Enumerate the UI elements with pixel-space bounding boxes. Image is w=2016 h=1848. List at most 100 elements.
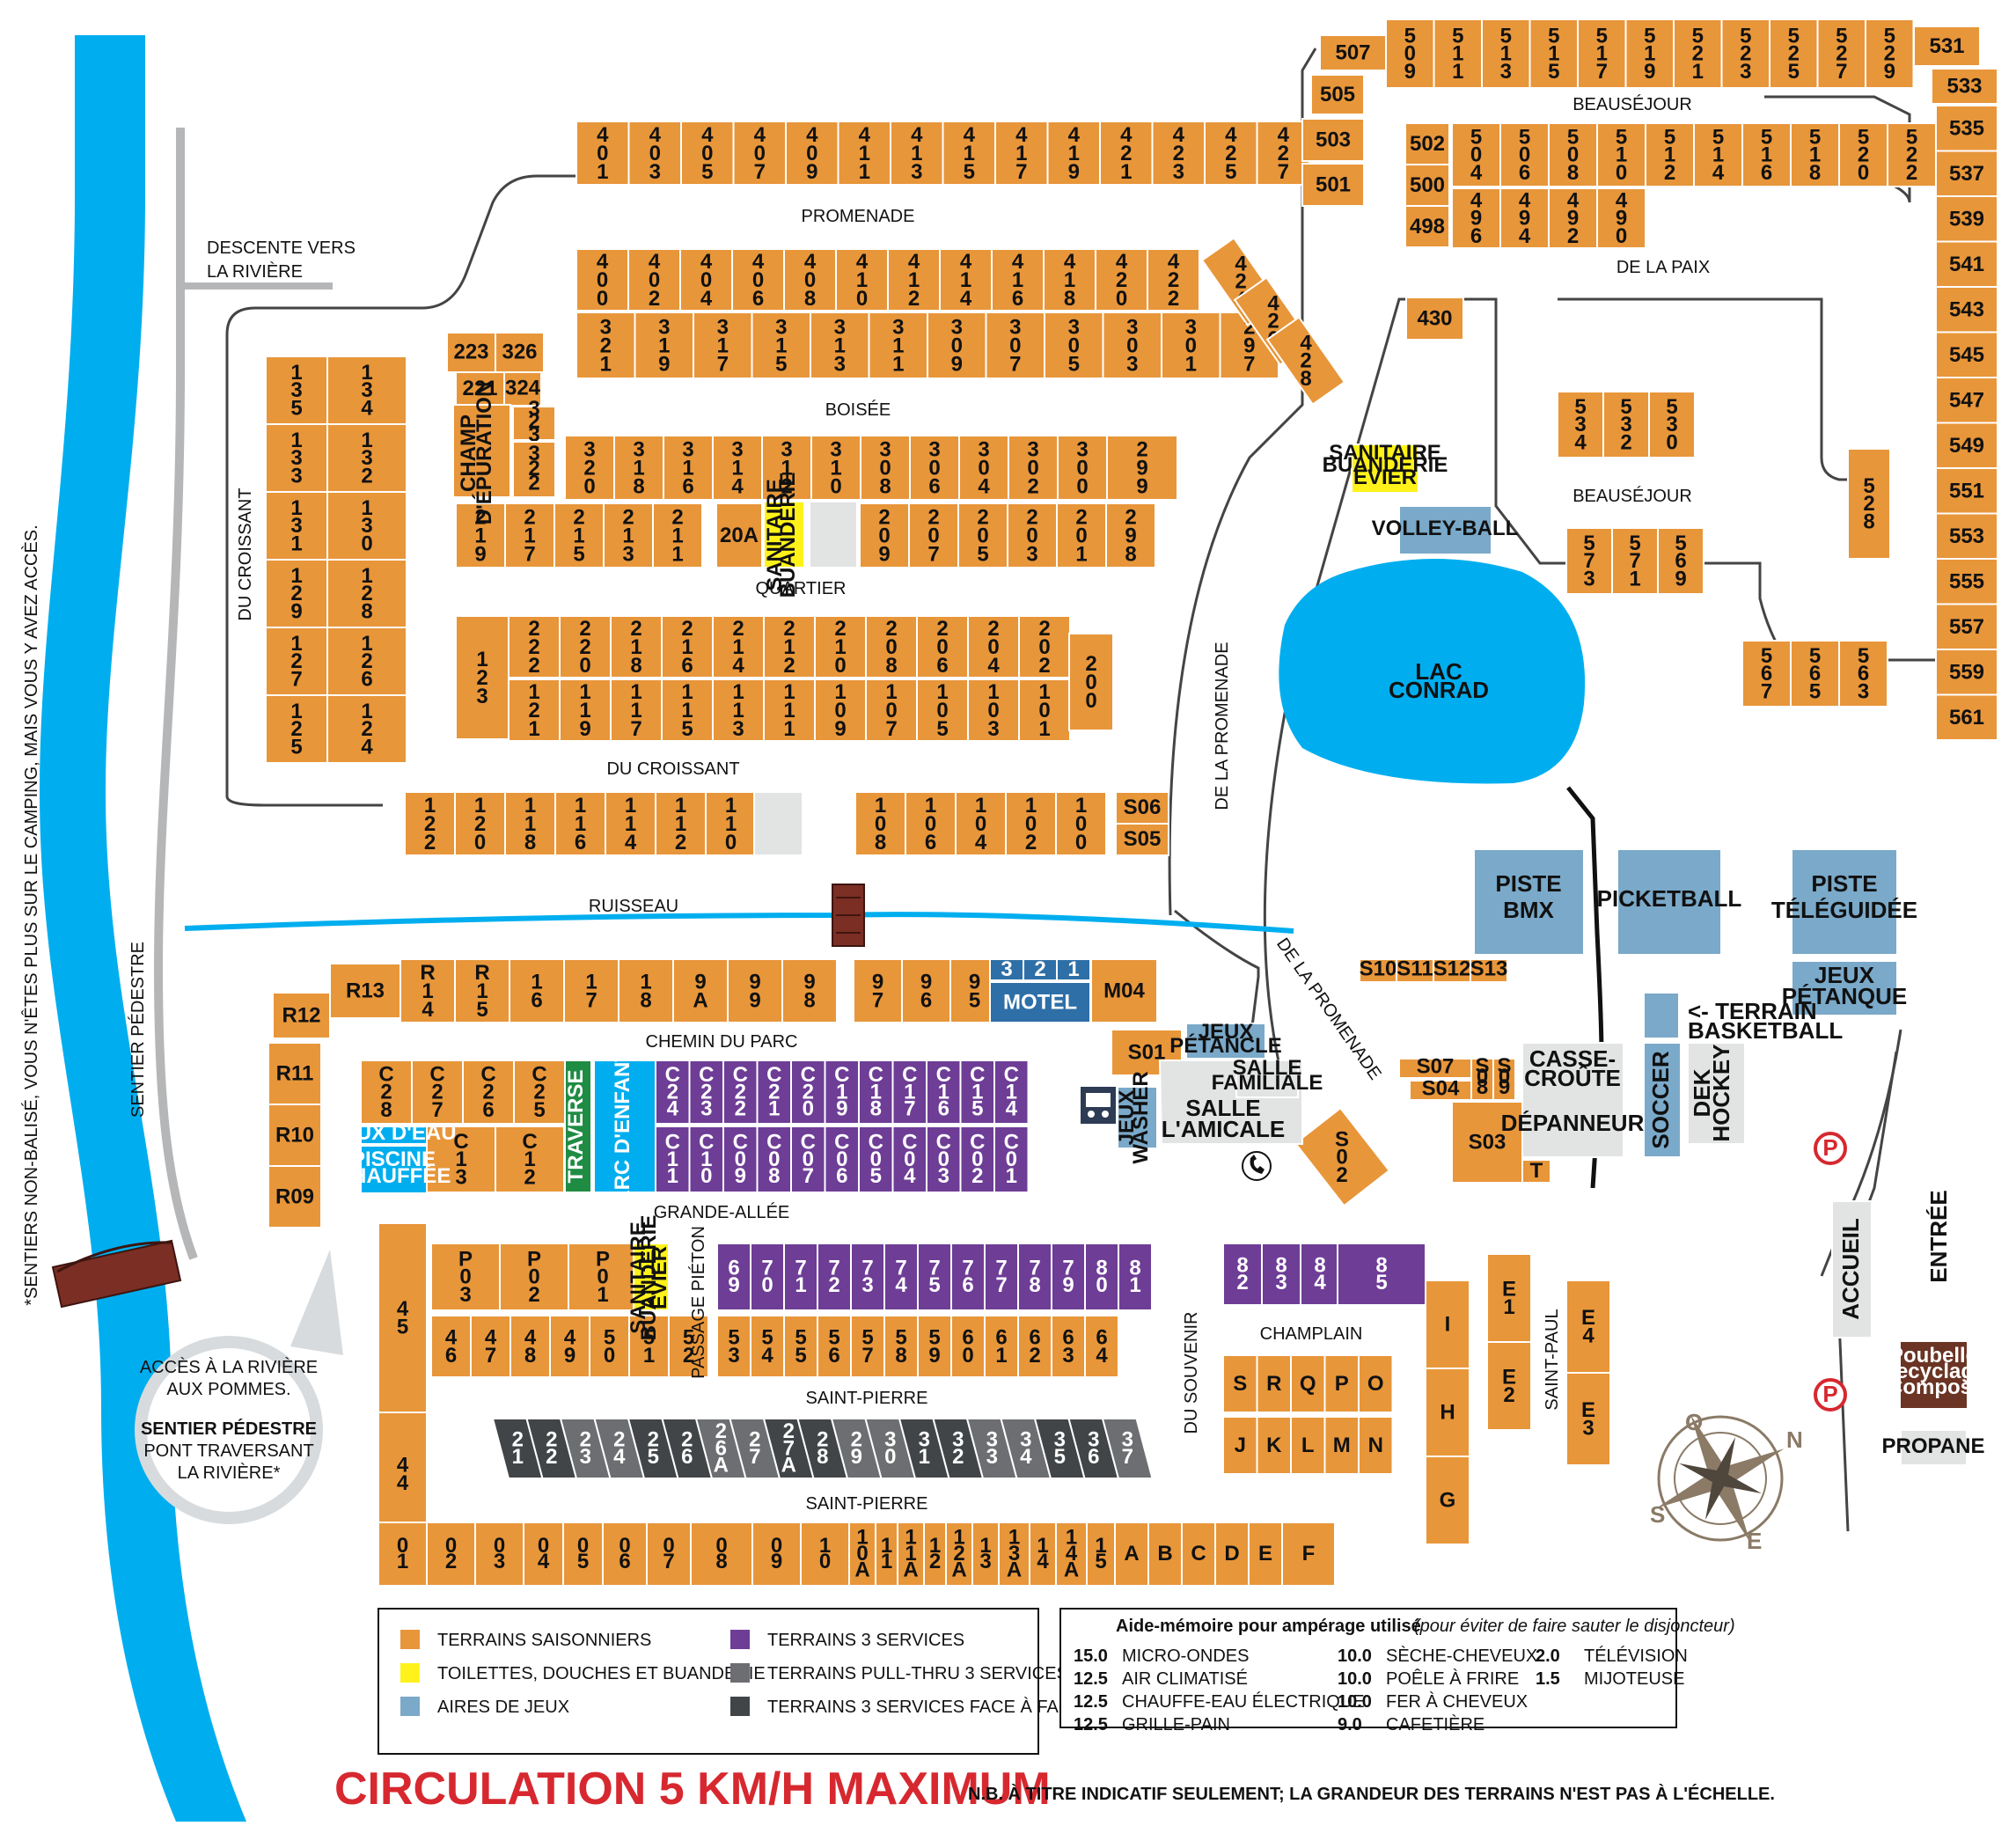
- campsite-408[interactable]: [783, 248, 837, 312]
- campsite-C02[interactable]: [959, 1126, 995, 1193]
- campsite-571[interactable]: [1611, 527, 1659, 595]
- campsite-503[interactable]: [1301, 118, 1365, 162]
- campsite-118[interactable]: [504, 791, 556, 856]
- campsite-502[interactable]: [1404, 122, 1450, 165]
- campsite-50[interactable]: [589, 1315, 630, 1378]
- campsite-10[interactable]: [800, 1522, 850, 1587]
- campsite-13A[interactable]: [998, 1522, 1030, 1587]
- campsite-501[interactable]: [1301, 163, 1365, 207]
- campsite-563[interactable]: [1838, 640, 1888, 708]
- campsite-215[interactable]: [553, 502, 605, 568]
- campsite-573[interactable]: [1565, 527, 1613, 595]
- campsite-09[interactable]: [751, 1522, 802, 1587]
- campsite-100[interactable]: [1055, 791, 1107, 856]
- campsite-525[interactable]: [1769, 18, 1819, 89]
- campsite-C15[interactable]: [959, 1060, 995, 1125]
- campsite-415[interactable]: [942, 121, 996, 186]
- campsite-K[interactable]: [1256, 1416, 1292, 1475]
- campsite-420[interactable]: [1095, 248, 1148, 312]
- campsite-1[interactable]: [1056, 958, 1091, 981]
- campsite-C03[interactable]: [926, 1126, 962, 1193]
- campsite-208[interactable]: [865, 615, 918, 678]
- campsite-76[interactable]: [950, 1243, 986, 1311]
- campsite-F[interactable]: [1281, 1522, 1336, 1587]
- campsite-53[interactable]: [716, 1315, 751, 1378]
- campsite-567[interactable]: [1741, 640, 1792, 708]
- campsite-C16[interactable]: [926, 1060, 962, 1125]
- campsite-211[interactable]: [652, 502, 703, 568]
- campsite-130[interactable]: [326, 491, 407, 561]
- campsite-R13[interactable]: [329, 963, 401, 1019]
- campsite-02[interactable]: [426, 1522, 476, 1587]
- campsite-518[interactable]: [1790, 122, 1840, 187]
- campsite-C25[interactable]: [513, 1060, 566, 1125]
- campsite-534[interactable]: [1557, 391, 1604, 458]
- campsite-44[interactable]: [378, 1412, 428, 1536]
- campsite-45[interactable]: [378, 1222, 428, 1413]
- campsite-37[interactable]: [1101, 1418, 1154, 1479]
- campsite-219[interactable]: [455, 502, 506, 568]
- campsite-312[interactable]: [761, 435, 812, 501]
- campsite-E1[interactable]: [1486, 1253, 1532, 1343]
- campsite-77[interactable]: [984, 1243, 1019, 1311]
- campsite-528[interactable]: [1847, 448, 1891, 560]
- campsite-C04[interactable]: [891, 1126, 927, 1193]
- campsite-555[interactable]: [1935, 558, 1998, 605]
- campsite-3[interactable]: [989, 958, 1024, 981]
- campsite-112[interactable]: [655, 791, 707, 856]
- campsite-83[interactable]: [1261, 1243, 1301, 1306]
- campsite-494[interactable]: [1499, 187, 1550, 249]
- campsite-M04[interactable]: [1090, 958, 1158, 1023]
- campsite-319[interactable]: [634, 312, 694, 379]
- campsite-101[interactable]: [1018, 678, 1071, 742]
- campsite-309[interactable]: [927, 312, 987, 379]
- campsite-402[interactable]: [627, 248, 681, 312]
- campsite-C22[interactable]: [722, 1060, 759, 1125]
- campsite-505[interactable]: [1310, 74, 1365, 115]
- campsite-529[interactable]: [1865, 18, 1915, 89]
- campsite-428[interactable]: [1265, 316, 1346, 406]
- campsite-407[interactable]: [732, 121, 787, 186]
- campsite-R12[interactable]: [272, 992, 331, 1039]
- campsite-519[interactable]: [1624, 18, 1675, 89]
- campsite-G[interactable]: [1425, 1456, 1470, 1545]
- campsite-413[interactable]: [890, 121, 944, 186]
- campsite-S13[interactable]: [1470, 958, 1508, 983]
- campsite-403[interactable]: [627, 121, 682, 186]
- campsite-133[interactable]: [265, 423, 328, 493]
- campsite-418[interactable]: [1043, 248, 1096, 312]
- campsite-C26[interactable]: [462, 1060, 515, 1125]
- campsite-64[interactable]: [1084, 1315, 1119, 1378]
- campsite-425[interactable]: [1204, 121, 1258, 186]
- campsite-521[interactable]: [1673, 18, 1723, 89]
- campsite-S05[interactable]: [1115, 823, 1169, 856]
- campsite-C27[interactable]: [411, 1060, 464, 1125]
- campsite-310[interactable]: [810, 435, 861, 501]
- campsite-507[interactable]: [1319, 34, 1387, 71]
- campsite-57[interactable]: [850, 1315, 885, 1378]
- campsite-305[interactable]: [1044, 312, 1104, 379]
- campsite-R[interactable]: [1256, 1354, 1292, 1413]
- campsite-01[interactable]: [378, 1522, 428, 1587]
- campsite-553[interactable]: [1935, 512, 1998, 560]
- campsite-O[interactable]: [1358, 1354, 1394, 1413]
- campsite-517[interactable]: [1577, 18, 1627, 89]
- campsite-06[interactable]: [602, 1522, 648, 1587]
- campsite-201[interactable]: [1056, 502, 1107, 568]
- campsite-427[interactable]: [1256, 121, 1310, 186]
- campsite-C01[interactable]: [993, 1126, 1030, 1193]
- campsite-322[interactable]: [512, 441, 556, 498]
- campsite-R11[interactable]: [268, 1042, 322, 1105]
- campsite-303[interactable]: [1102, 312, 1162, 379]
- campsite-323[interactable]: [512, 406, 556, 441]
- campsite-R15[interactable]: [454, 958, 510, 1023]
- campsite-510[interactable]: [1596, 122, 1646, 187]
- campsite-126[interactable]: [326, 627, 407, 696]
- campsite-308[interactable]: [860, 435, 911, 501]
- campsite-104[interactable]: [955, 791, 1007, 856]
- campsite-430[interactable]: [1405, 297, 1464, 341]
- campsite-419[interactable]: [1046, 121, 1101, 186]
- campsite-522[interactable]: [1887, 122, 1937, 187]
- campsite-207[interactable]: [908, 502, 959, 568]
- campsite-218[interactable]: [610, 615, 663, 678]
